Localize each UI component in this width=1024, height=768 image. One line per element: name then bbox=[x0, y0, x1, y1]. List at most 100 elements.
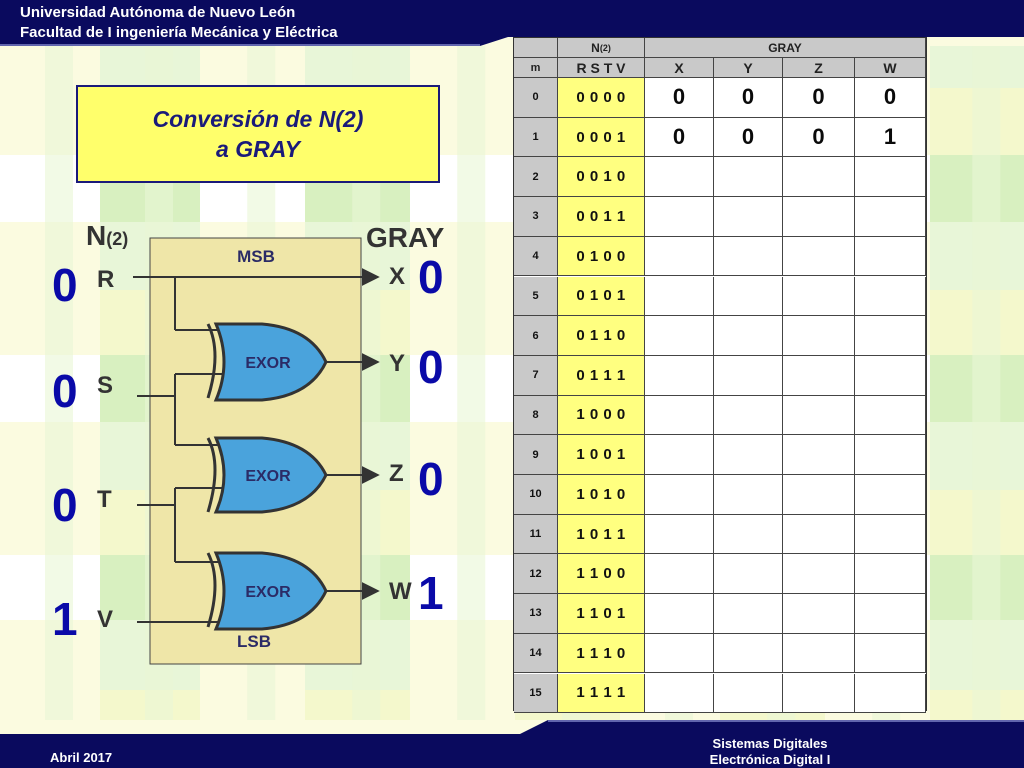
lsb-label: LSB bbox=[237, 632, 271, 651]
output-name-z: Z bbox=[389, 460, 404, 487]
table-row-gray-cell: 0 bbox=[714, 78, 783, 118]
output-value-y: 0 bbox=[418, 341, 444, 393]
table-row-n: 0 1 0 1 bbox=[558, 276, 645, 317]
table-row-m: 13 bbox=[514, 594, 558, 634]
table-row-m: 3 bbox=[514, 197, 558, 237]
title-line2: a GRAY bbox=[216, 136, 300, 162]
footer-course-1: Sistemas Digitales bbox=[712, 736, 828, 751]
output-value-w: 1 bbox=[418, 567, 444, 619]
table-group-gray: GRAY bbox=[645, 38, 926, 58]
table-row-gray-cell bbox=[645, 633, 714, 674]
table-col-gray-1: Y bbox=[714, 58, 783, 78]
header-university: Universidad Autónoma de Nuevo León bbox=[20, 4, 296, 21]
gate-label-2: EXOR bbox=[245, 468, 291, 485]
table-row-m: 0 bbox=[514, 78, 558, 118]
header-bar bbox=[0, 0, 1024, 46]
table-row-gray-cell bbox=[645, 475, 714, 515]
input-value-r: 0 bbox=[52, 259, 78, 311]
table-row-n: 0 0 1 0 bbox=[558, 157, 645, 198]
table-row-gray-cell bbox=[855, 197, 926, 237]
msb-label: MSB bbox=[237, 247, 275, 266]
table-row-gray-cell bbox=[783, 197, 855, 237]
output-value-z: 0 bbox=[418, 453, 444, 505]
input-value-t: 0 bbox=[52, 479, 78, 531]
table-col-gray-0: X bbox=[645, 58, 714, 78]
table-row-gray-cell bbox=[783, 236, 855, 277]
table-row-m: 7 bbox=[514, 355, 558, 396]
table-row-gray-cell bbox=[645, 673, 714, 714]
table-row-n: 0 0 0 0 bbox=[558, 78, 645, 118]
table-row-gray-cell bbox=[714, 594, 783, 634]
table-row-gray-cell bbox=[645, 395, 714, 436]
table-row-m: 1 bbox=[514, 117, 558, 158]
footer-date: Abril 2017 bbox=[50, 750, 113, 765]
table-row-m: 12 bbox=[514, 554, 558, 595]
table-row-gray-cell bbox=[645, 236, 714, 277]
table-row-gray-cell: 0 bbox=[783, 117, 855, 158]
table-row-gray-cell bbox=[783, 435, 855, 475]
table-row-gray-cell bbox=[855, 475, 926, 515]
table-row-gray-cell bbox=[783, 673, 855, 714]
table-row-gray-cell bbox=[783, 276, 855, 317]
table-row-n: 1 1 1 0 bbox=[558, 633, 645, 674]
table-row-gray-cell bbox=[714, 554, 783, 595]
table-row-n: 1 0 1 1 bbox=[558, 514, 645, 555]
input-name-t: T bbox=[97, 486, 112, 513]
title-box: Conversión de N(2) a GRAY bbox=[76, 85, 440, 183]
table-row-gray-cell bbox=[783, 475, 855, 515]
table-row-gray-cell bbox=[714, 435, 783, 475]
group-n-sub: (2) bbox=[599, 42, 611, 53]
table-row-gray-cell bbox=[714, 236, 783, 277]
gate-label-3: EXOR bbox=[245, 584, 291, 601]
table-row-gray-cell bbox=[645, 157, 714, 198]
table-row-gray-cell bbox=[645, 554, 714, 595]
input-value-v: 1 bbox=[52, 593, 78, 645]
table-row-gray-cell: 0 bbox=[783, 78, 855, 118]
table-row-n: 1 0 1 0 bbox=[558, 475, 645, 515]
table-row-gray-cell bbox=[783, 514, 855, 555]
table-row-gray-cell bbox=[855, 276, 926, 317]
table-row-gray-cell bbox=[645, 316, 714, 356]
table-row-gray-cell bbox=[714, 355, 783, 396]
input-name-s: S bbox=[97, 372, 114, 399]
table-row-gray-cell bbox=[855, 395, 926, 436]
table-row-m: 6 bbox=[514, 316, 558, 356]
output-header: GRAY bbox=[366, 222, 445, 253]
table-row-n: 1 1 0 0 bbox=[558, 554, 645, 595]
table-row-gray-cell bbox=[855, 157, 926, 198]
table-row-n: 0 1 0 0 bbox=[558, 236, 645, 277]
table-row-gray-cell bbox=[855, 594, 926, 634]
input-value-s: 0 bbox=[52, 365, 78, 417]
table-row-gray-cell bbox=[855, 236, 926, 277]
table-row-n: 1 0 0 1 bbox=[558, 435, 645, 475]
table-row-gray-cell bbox=[783, 395, 855, 436]
table-row-gray-cell bbox=[714, 276, 783, 317]
table-row-gray-cell: 0 bbox=[645, 78, 714, 118]
table-row-m: 11 bbox=[514, 514, 558, 555]
table-row-gray-cell bbox=[783, 594, 855, 634]
table-row-gray-cell bbox=[714, 633, 783, 674]
exor-gate-2: EXOR bbox=[206, 436, 328, 514]
table-row-gray-cell bbox=[855, 633, 926, 674]
table-row-gray-cell bbox=[714, 197, 783, 237]
exor-gate-1: EXOR bbox=[206, 322, 328, 402]
output-name-x: X bbox=[389, 263, 406, 290]
table-row-n: 0 0 0 1 bbox=[558, 117, 645, 158]
table-row-gray-cell bbox=[645, 355, 714, 396]
table-row-gray-cell bbox=[783, 157, 855, 198]
exor-gate-3: EXOR bbox=[206, 551, 328, 631]
table-row-gray-cell bbox=[855, 316, 926, 356]
table-corner bbox=[514, 38, 558, 58]
circuit-diagram: EXOR EXOR EXOR MSB LSB bbox=[133, 237, 380, 665]
table-row-gray-cell bbox=[645, 594, 714, 634]
table-row-gray-cell bbox=[714, 395, 783, 436]
input-name-v: V bbox=[97, 606, 114, 633]
table-row-gray-cell bbox=[855, 554, 926, 595]
table-row-gray-cell bbox=[645, 514, 714, 555]
table-row-gray-cell: 0 bbox=[714, 117, 783, 158]
footer-bar bbox=[0, 720, 1024, 768]
table-row-m: 5 bbox=[514, 276, 558, 317]
table-row-gray-cell: 0 bbox=[855, 78, 926, 118]
table-row-n: 1 1 0 1 bbox=[558, 594, 645, 634]
